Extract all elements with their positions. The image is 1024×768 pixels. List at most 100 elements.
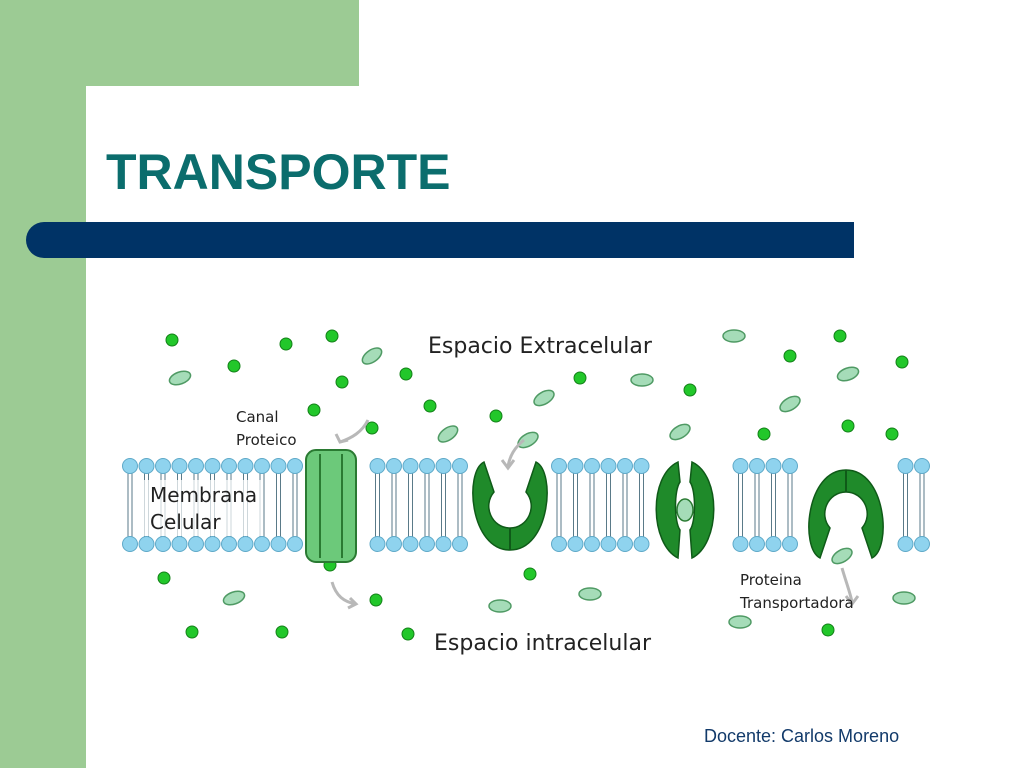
top-green-block: [86, 0, 359, 86]
small-particle: [841, 419, 855, 433]
small-particle: [573, 371, 587, 385]
lipid-head: [551, 458, 567, 474]
lipid-head: [171, 458, 188, 474]
arrow-carrier-exit: [840, 567, 854, 603]
lipid-head: [633, 458, 650, 474]
lipid-head: [237, 458, 254, 474]
small-particle: [833, 329, 847, 343]
lipid-head: [122, 536, 138, 552]
oval-particle: [892, 591, 916, 605]
lipid-head: [452, 458, 468, 474]
lipid-head: [765, 536, 782, 552]
lipid-head: [600, 536, 617, 552]
oval-particle: [831, 547, 853, 565]
carrier-protein-open-top: [472, 460, 548, 551]
small-particle: [185, 625, 199, 639]
oval-particle: [222, 590, 246, 606]
small-particle: [325, 329, 339, 343]
small-particle: [821, 623, 835, 637]
small-particle: [157, 571, 171, 585]
membrane-label-line2: Celular: [150, 510, 221, 534]
slide-title: TRANSPORTE: [106, 144, 451, 200]
arrow-into-channel: [339, 419, 370, 444]
arrow-channel-exit: [330, 581, 357, 606]
small-particle: [423, 399, 437, 413]
oval-particle: [630, 373, 654, 387]
oval-particle: [836, 366, 860, 382]
carrier-protein-open-bottom: [808, 469, 884, 560]
lipid-head: [188, 458, 204, 474]
lipid-head: [897, 536, 914, 552]
small-particle: [401, 627, 415, 641]
lipid-head: [402, 536, 419, 552]
lipid-head: [402, 458, 419, 474]
small-particle: [279, 337, 293, 351]
intracellular-label: Espacio intracelular: [434, 631, 652, 656]
lipid-head: [567, 458, 584, 474]
small-particle: [365, 421, 379, 435]
lipid-head: [749, 458, 765, 474]
lipid-head: [584, 536, 600, 552]
particles: [157, 329, 916, 641]
lipid-head: [221, 536, 237, 552]
lipid-head: [617, 458, 633, 474]
lipid-head: [204, 458, 221, 474]
lipid-head: [732, 458, 749, 474]
lipid-head: [254, 536, 270, 552]
title-underline-bar: [26, 222, 854, 258]
oval-particle: [728, 615, 752, 629]
small-particle: [307, 403, 321, 417]
small-particle: [275, 625, 289, 639]
small-particle: [523, 567, 537, 581]
membrane-label-backdrop: [144, 480, 262, 536]
lipid-head: [270, 458, 287, 474]
channel-label-line2: Proteico: [236, 431, 297, 449]
lipid-head: [617, 536, 633, 552]
lipid-head: [237, 536, 254, 552]
lipid-head: [221, 458, 237, 474]
lipid-head: [732, 536, 749, 552]
lipid-head: [369, 536, 386, 552]
membrane-label: Membrana Celular: [144, 480, 262, 536]
small-particle: [165, 333, 179, 347]
channel-protein-body: [305, 449, 357, 563]
small-particle: [895, 355, 909, 369]
carrier-proteins: [472, 460, 884, 560]
small-particle: [335, 375, 349, 389]
arrow-into-carrier: [506, 438, 525, 467]
lipid-head: [138, 536, 155, 552]
lipid-head: [600, 458, 617, 474]
oval-particle: [578, 587, 602, 601]
channel-protein: [305, 449, 357, 563]
lipid-head: [765, 458, 782, 474]
oval-particle: [361, 347, 383, 365]
extracellular-label: Espacio Extracelular: [428, 334, 653, 359]
oval-particle: [533, 389, 555, 407]
lipid-head: [749, 536, 765, 552]
lipid-head: [452, 536, 468, 552]
small-particle: [757, 427, 771, 441]
lipid-head: [914, 458, 930, 474]
lipid-head: [270, 536, 287, 552]
lipid-head: [419, 458, 435, 474]
arrow-channel-exit-head: [347, 596, 359, 610]
oval-particle: [722, 329, 746, 343]
lipid-head: [155, 458, 171, 474]
lipid-head: [369, 458, 386, 474]
lipid-head: [138, 458, 155, 474]
small-particle: [399, 367, 413, 381]
lipid-head: [551, 536, 567, 552]
lipid-head: [914, 536, 930, 552]
carrier-label-line1: Proteina: [740, 571, 802, 589]
arrow-into-carrier-head: [500, 459, 516, 471]
lipid-head: [188, 536, 204, 552]
membrane-label-line1: Membrana: [150, 483, 257, 507]
small-particle: [885, 427, 899, 441]
lipid-head: [435, 536, 452, 552]
lipid-head: [122, 458, 138, 474]
lipid-head: [782, 536, 798, 552]
lipid-head: [419, 536, 435, 552]
side-green-band: [0, 0, 86, 768]
channel-label-line1: Canal: [236, 408, 279, 426]
arrows: [330, 419, 860, 610]
